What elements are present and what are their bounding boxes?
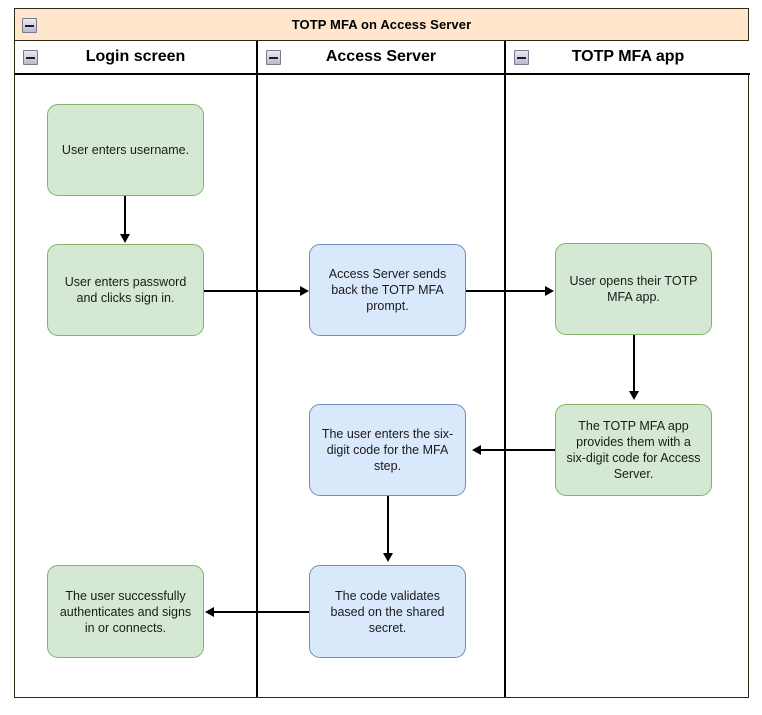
lane-body-access-server [256, 75, 504, 697]
swimlane-pool: TOTP MFA on Access Server Login screen A… [14, 8, 750, 698]
arrowhead-down-n1-n2 [119, 234, 130, 243]
pool-title-bar: TOTP MFA on Access Server [15, 9, 748, 41]
flow-node-user-enters-six-digit-code[interactable]: The user enters the six-digit code for t… [309, 404, 466, 496]
flow-node-user-authenticates[interactable]: The user successfully authenticates and … [47, 565, 204, 658]
arrowhead-right-n3-n4 [545, 285, 554, 296]
flow-node-user-enters-password[interactable]: User enters password and clicks sign in. [47, 244, 204, 336]
flow-node-user-opens-totp-app[interactable]: User opens their TOTP MFA app. [555, 243, 712, 335]
lane-title-login-screen: Login screen [85, 48, 186, 65]
edge-n7-n8 [214, 611, 310, 613]
lane-title-totp-mfa-app: TOTP MFA app [571, 48, 685, 65]
minus-icon[interactable] [23, 50, 38, 65]
edge-n4-n5 [633, 334, 635, 391]
pool-title: TOTP MFA on Access Server [291, 17, 472, 32]
arrowhead-down-n4-n5 [628, 391, 639, 400]
lane-body-totp-mfa-app [504, 75, 750, 697]
minus-icon[interactable] [266, 50, 281, 65]
edge-n5-n6 [481, 449, 555, 451]
edge-n1-n2 [124, 196, 126, 234]
arrowhead-right-n2-n3 [300, 285, 309, 296]
flow-node-totp-app-provides-code[interactable]: The TOTP MFA app provides them with a si… [555, 404, 712, 496]
lane-header-totp-mfa-app: TOTP MFA app [504, 41, 750, 75]
lane-header-login-screen: Login screen [15, 41, 256, 75]
arrowhead-left-n7-n8 [205, 606, 214, 617]
minus-icon[interactable] [514, 50, 529, 65]
arrowhead-left-n5-n6 [472, 444, 481, 455]
flow-node-code-validates[interactable]: The code validates based on the shared s… [309, 565, 466, 658]
flow-node-user-enters-username[interactable]: User enters username. [47, 104, 204, 196]
flow-node-access-server-sends-prompt[interactable]: Access Server sends back the TOTP MFA pr… [309, 244, 466, 336]
minus-icon[interactable] [22, 18, 37, 33]
arrowhead-down-n6-n7 [382, 553, 393, 562]
lane-title-access-server: Access Server [325, 48, 437, 65]
edge-n3-n4 [466, 290, 545, 292]
edge-n2-n3 [204, 290, 300, 292]
edge-n6-n7 [387, 496, 389, 553]
lane-header-access-server: Access Server [256, 41, 504, 75]
